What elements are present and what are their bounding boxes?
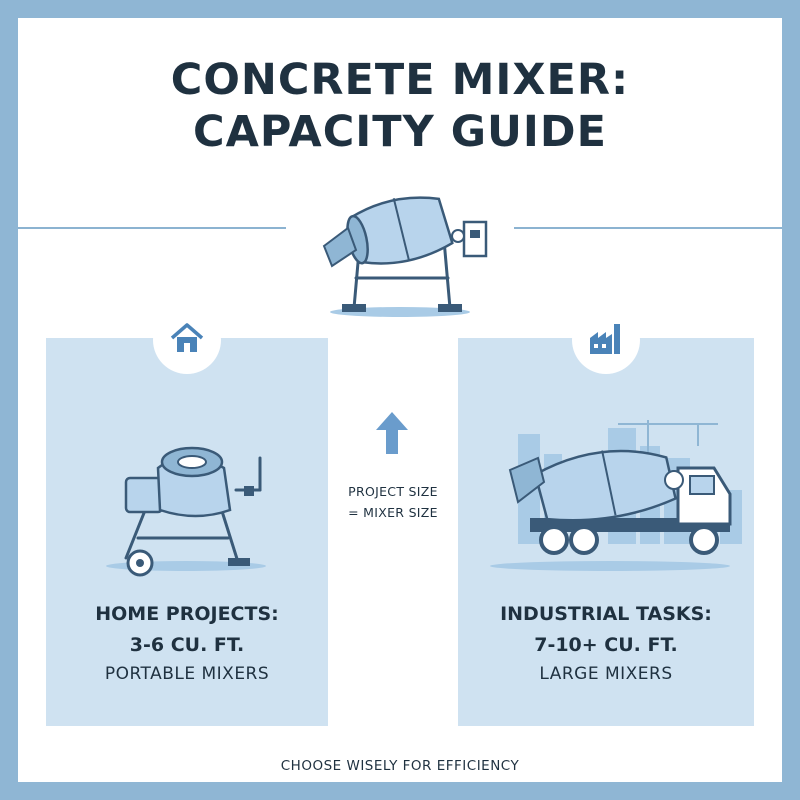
title-line-2: CAPACITY GUIDE xyxy=(193,107,607,157)
house-badge xyxy=(153,306,221,374)
house-icon xyxy=(170,323,204,352)
industrial-mixer-type: LARGE MIXERS xyxy=(539,664,673,684)
concrete-mixer-icon xyxy=(322,196,488,317)
factory-badge xyxy=(572,306,640,374)
mixer-size-label: = MIXER SIZE xyxy=(348,505,438,520)
mixer-truck-illustration xyxy=(490,420,742,571)
home-capacity: 3-6 CU. FT. xyxy=(129,634,245,656)
industrial-capacity: 7-10+ CU. FT. xyxy=(534,634,678,656)
portable-mixer-illustration xyxy=(106,446,266,577)
arrow-up-icon xyxy=(376,412,408,454)
industrial-tasks-heading: INDUSTRIAL TASKS: xyxy=(500,603,712,625)
project-size-label: PROJECT SIZE xyxy=(348,484,438,499)
factory-icon xyxy=(590,324,620,354)
industrial-tasks-panel: INDUSTRIAL TASKS: 7-10+ CU. FT. LARGE MI… xyxy=(458,306,754,726)
home-projects-panel: HOME PROJECTS: 3-6 CU. FT. PORTABLE MIXE… xyxy=(46,306,328,726)
home-projects-heading: HOME PROJECTS: xyxy=(95,603,279,625)
home-mixer-type: PORTABLE MIXERS xyxy=(104,664,270,684)
divider-right xyxy=(514,227,782,229)
footer-tagline: CHOOSE WISELY FOR EFFICIENCY xyxy=(280,758,520,774)
infographic-frame: CONCRETE MIXER: CAPACITY GUIDE xyxy=(18,18,782,782)
title-line-1: CONCRETE MIXER: xyxy=(170,55,630,105)
divider-left xyxy=(18,227,286,229)
